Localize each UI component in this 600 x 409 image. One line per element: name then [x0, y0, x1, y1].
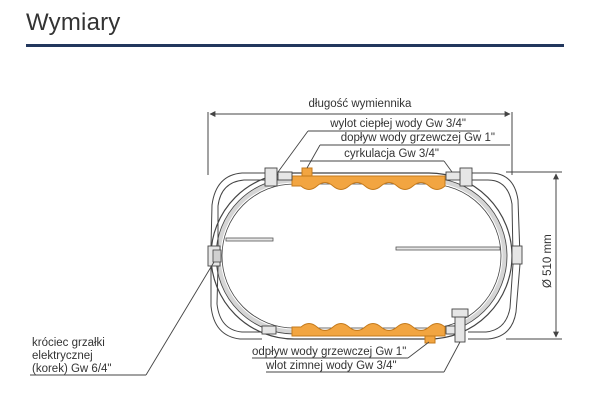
- top-callouts: wylot ciepłej wody Gw 3/4" dopływ wody g…: [277, 118, 510, 173]
- side-ports: [207, 245, 523, 267]
- circulation-label: cyrkulacja Gw 3/4": [344, 148, 439, 160]
- top-heating-coil: [291, 167, 446, 190]
- heating-inflow-label: dopływ wody grzewczej Gw 1": [341, 132, 495, 144]
- top-connections: [210, 167, 521, 257]
- diameter-dimension: Ø 510 mm: [506, 171, 562, 340]
- heater-port-callout: króciec grzałki elektrycznej (korek) Gw …: [30, 261, 215, 376]
- heater-port-label-line-3: (korek) Gw 6/4": [32, 363, 112, 375]
- bottom-callouts: odpływ wody grzewczej Gw 1" wlot zimnej …: [252, 341, 461, 373]
- heating-outflow-label: odpływ wody grzewczej Gw 1": [252, 346, 406, 358]
- bottom-connections: [210, 263, 521, 343]
- title-underline: [26, 44, 564, 47]
- internal-pipes: [225, 237, 501, 251]
- heater-port-label-line-1: króciec grzałki: [32, 337, 105, 349]
- hot-water-outlet-label: wylot ciepłej wody Gw 3/4": [329, 118, 466, 130]
- diameter-label: Ø 510 mm: [542, 234, 554, 288]
- cold-water-inlet-label: wlot zimnej wody Gw 3/4": [265, 360, 397, 372]
- length-label: długość wymiennika: [309, 98, 413, 110]
- bottom-heating-coil: [291, 323, 446, 344]
- heater-port-label-line-2: elektrycznej: [32, 350, 93, 362]
- page-title: Wymiary: [26, 9, 121, 36]
- length-dimension: długość wymiennika: [207, 98, 513, 175]
